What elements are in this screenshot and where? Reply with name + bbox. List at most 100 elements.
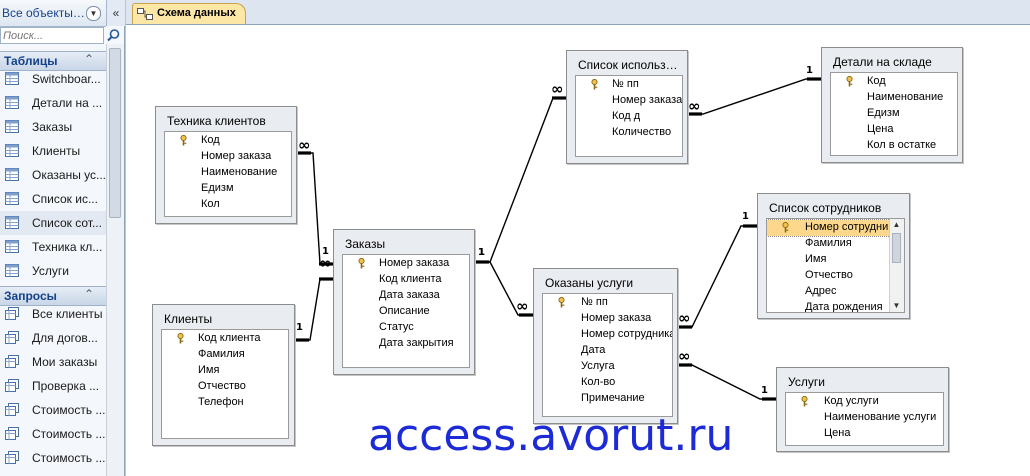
primary-key-icon <box>358 258 365 269</box>
table-field[interactable]: Номер заказа <box>343 256 469 272</box>
table-field[interactable]: Отчество <box>162 379 288 395</box>
table-title[interactable]: Клиенты <box>164 312 213 326</box>
table-field[interactable]: Телефон <box>162 395 288 411</box>
table-field[interactable]: Отчество <box>767 268 890 284</box>
table-field[interactable]: Кол <box>165 197 291 213</box>
chevron-down-icon[interactable]: ▼ <box>86 6 101 21</box>
table-title[interactable]: Список сотрудников <box>769 201 882 215</box>
nav-item[interactable]: Услуги <box>0 259 106 283</box>
scroll-down-icon[interactable]: ▼ <box>892 301 901 310</box>
table-field[interactable]: Код услуги <box>786 394 943 410</box>
table-field[interactable]: Дата рождения <box>767 300 890 312</box>
table-field[interactable]: Фамилия <box>162 347 288 363</box>
nav-item[interactable]: Стоимость ... <box>0 422 106 446</box>
chevron-up-icon[interactable]: ⌃ <box>84 287 95 301</box>
table-field[interactable]: Имя <box>162 363 288 379</box>
table-field[interactable]: Дата закрытия <box>343 336 469 352</box>
group-queries-header[interactable]: Запросы ⌃ <box>0 286 106 306</box>
table-field[interactable]: Номер заказа <box>576 93 682 109</box>
table-field[interactable]: Описание <box>343 304 469 320</box>
table-title[interactable]: Техника клиентов <box>167 114 266 128</box>
table-field[interactable]: Примечание <box>543 391 672 407</box>
query-icon <box>5 379 19 392</box>
table-field[interactable]: Цена <box>786 426 943 442</box>
table-field[interactable]: Кол-во <box>543 375 672 391</box>
nav-item[interactable]: Список ис... <box>0 187 106 211</box>
table-field[interactable]: Код д <box>576 109 682 125</box>
table-field[interactable]: Наименование услуги <box>786 410 943 426</box>
table-field[interactable]: Дата <box>543 343 672 359</box>
nav-item[interactable]: Клиенты <box>0 139 106 163</box>
chevron-up-icon[interactable]: ⌃ <box>84 52 95 66</box>
nav-item[interactable]: Список сот... <box>0 211 106 235</box>
scroll-thumb[interactable] <box>892 233 901 263</box>
table-field[interactable]: № пп <box>543 295 672 311</box>
table-field[interactable]: Кол в остатке <box>831 138 957 154</box>
table-title[interactable]: Оказаны услуги <box>545 276 634 290</box>
table-field[interactable]: № пп <box>576 77 682 93</box>
table-field[interactable]: Едизм <box>831 106 957 122</box>
nav-item[interactable]: Детали на ... <box>0 91 106 115</box>
nav-header[interactable]: Все объекты… ▼ <box>0 0 106 27</box>
table-field[interactable]: Номер сотрудни <box>767 219 891 237</box>
table-field[interactable]: Код <box>165 133 291 149</box>
table-field[interactable]: Фамилия <box>767 236 890 252</box>
table-field[interactable]: Цена <box>831 122 957 138</box>
table-field[interactable]: Код <box>831 74 957 90</box>
nav-scroll-thumb[interactable] <box>109 48 121 218</box>
table-field[interactable]: Дата заказа <box>343 288 469 304</box>
table-title[interactable]: Услуги <box>788 375 825 389</box>
table-field[interactable]: Едизм <box>165 181 291 197</box>
nav-item[interactable]: Стоимость ... <box>0 398 106 422</box>
search-icon[interactable] <box>106 28 121 43</box>
table-field[interactable]: Количество <box>576 125 682 141</box>
field-name: Статус <box>379 321 414 333</box>
table-field[interactable]: Статус <box>343 320 469 336</box>
table-field[interactable]: Наименование <box>165 165 291 181</box>
table-field[interactable]: Адрес <box>767 284 890 300</box>
nav-item[interactable]: Проверка ... <box>0 374 106 398</box>
cardinality-one: 1 <box>761 385 768 396</box>
nav-item[interactable]: Заказы <box>0 115 106 139</box>
group-tables-header[interactable]: Таблицы ⌃ <box>0 51 106 71</box>
nav-item[interactable]: Техника кл... <box>0 235 106 259</box>
table-title[interactable]: Заказы <box>345 237 386 251</box>
table-field[interactable]: Код клиента <box>162 331 288 347</box>
field-scrollbar[interactable]: ▲▼ <box>889 219 904 312</box>
table-field[interactable]: Номер сотрудника <box>543 327 672 343</box>
nav-item[interactable]: Switchboar... <box>0 67 106 91</box>
field-name: Дата закрытия <box>379 337 454 349</box>
search-input[interactable] <box>3 29 101 42</box>
table-title[interactable]: Список использ… <box>578 58 678 72</box>
field-name: Отчество <box>805 269 853 281</box>
scroll-up-icon[interactable]: ▲ <box>892 220 901 229</box>
table-field[interactable]: Номер заказа <box>543 311 672 327</box>
table-title[interactable]: Детали на складе <box>833 55 932 69</box>
nav-item[interactable]: Мои заказы <box>0 350 106 374</box>
field-name: Код клиента <box>198 332 261 344</box>
nav-item[interactable]: Для догов... <box>0 326 106 350</box>
table-field[interactable]: Наименование <box>831 90 957 106</box>
table-field[interactable]: Услуга <box>543 359 672 375</box>
nav-item[interactable]: Все клиенты <box>0 302 106 326</box>
nav-item[interactable]: Оказаны ус... <box>0 163 106 187</box>
nav-item[interactable]: Стоимость ... <box>0 446 106 470</box>
table-field[interactable]: Имя <box>767 252 890 268</box>
collapse-pane-icon[interactable]: « <box>106 0 125 26</box>
tab-relationships[interactable]: Схема данных <box>132 3 246 24</box>
table-field[interactable]: Код клиента <box>343 272 469 288</box>
nav-scrollbar[interactable] <box>106 44 124 476</box>
search-box[interactable] <box>0 27 104 44</box>
table-field[interactable]: Номер заказа <box>165 149 291 165</box>
tab-label: Схема данных <box>157 7 236 19</box>
nav-title[interactable]: Все объекты… <box>2 6 85 20</box>
